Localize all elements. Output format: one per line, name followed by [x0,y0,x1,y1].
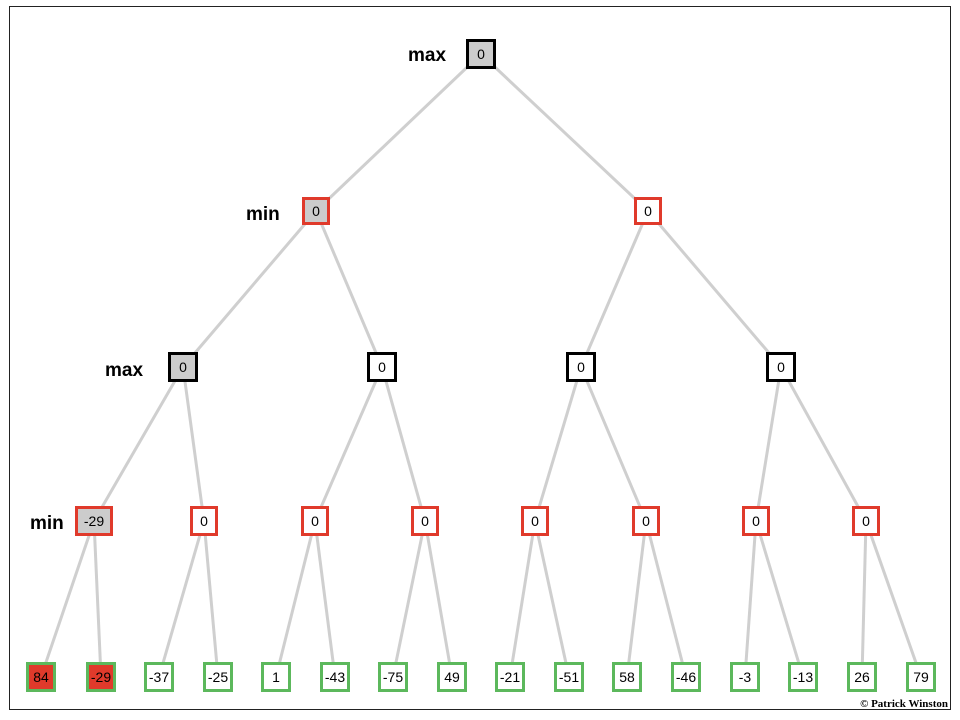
node-value: -75 [382,669,404,685]
level-label-2: max [105,360,144,381]
node-value: 0 [642,513,650,529]
level-label-3: min [30,513,64,534]
tree-edge-3-0 [39,520,96,678]
leaf-node-4-2: -37 [144,662,174,692]
tree-edge-1-3 [646,210,783,368]
tree-edge-1-1 [314,210,384,368]
tree-edge-3-10 [625,520,648,678]
node-value: 0 [862,513,870,529]
min-node-3-7: 0 [852,506,880,536]
tree-edge-2-2 [313,366,384,522]
leaf-node-4-7: 49 [437,662,467,692]
leaf-node-4-9: -51 [554,662,584,692]
max-node-2-1: 0 [367,352,397,382]
tree-edge-2-7 [779,366,868,522]
leaf-node-4-3: -25 [203,662,233,692]
node-value: 0 [179,359,187,375]
node-value: 0 [312,203,320,219]
tree-edge-3-4 [274,520,317,678]
tree-edge-1-0 [181,210,318,368]
leaf-node-4-15: 79 [906,662,936,692]
tree-edge-3-1 [92,520,103,678]
leaf-node-4-6: -75 [378,662,408,692]
leaf-node-4-13: -13 [788,662,818,692]
node-value: 0 [531,513,539,529]
node-value: 79 [913,669,929,685]
node-value: -3 [738,669,752,685]
tree-edge-3-11 [644,520,688,678]
min-node-1-0: 0 [302,197,330,225]
tree-edge-2-4 [533,366,583,522]
leaf-node-4-12: -3 [730,662,760,692]
tree-edge-2-1 [181,366,206,522]
node-value: -25 [207,669,229,685]
tree-edge-0-1 [479,52,650,213]
node-value: -21 [499,669,521,685]
tree-edge-3-9 [533,520,571,678]
min-node-3-0: -29 [75,506,113,536]
min-node-3-6: 0 [742,506,770,536]
node-value: -29 [90,669,112,685]
tree-edge-3-2 [157,520,206,678]
tree-edge-3-6 [391,520,427,678]
node-value: 58 [619,669,635,685]
tree-edge-3-12 [743,520,758,678]
leaf-node-4-10: 58 [612,662,642,692]
max-node-2-2: 0 [566,352,596,382]
node-value: 84 [33,669,49,685]
tree-edge-2-0 [92,366,185,522]
node-value: -37 [148,669,170,685]
leaf-node-4-5: -43 [320,662,350,692]
max-node-0-0: 0 [466,39,496,69]
node-value: 0 [311,513,319,529]
node-value: 0 [577,359,585,375]
node-value: 0 [200,513,208,529]
node-value: 49 [444,669,460,685]
tree-edge-3-14 [860,520,868,678]
min-node-3-2: 0 [301,506,329,536]
min-node-3-4: 0 [521,506,549,536]
min-node-3-1: 0 [190,506,218,536]
leaf-node-4-4: 1 [261,662,291,692]
leaf-node-4-8: -21 [495,662,525,692]
node-value: -43 [324,669,346,685]
node-value: 26 [854,669,870,685]
min-node-3-3: 0 [411,506,439,536]
tree-edge-2-5 [579,366,648,522]
node-value: -46 [675,669,697,685]
node-value: -51 [558,669,580,685]
tree-edge-2-3 [380,366,427,522]
node-value: 1 [272,669,280,685]
leaf-node-4-0: 84 [26,662,56,692]
tree-edge-3-3 [202,520,220,678]
node-value: 0 [777,359,785,375]
diagram-frame [9,6,951,710]
node-value: 0 [477,46,485,62]
node-value: 0 [752,513,760,529]
tree-edge-3-13 [754,520,805,678]
node-value: 0 [421,513,429,529]
leaf-node-4-1: -29 [86,662,116,692]
leaf-node-4-14: 26 [847,662,877,692]
min-node-3-5: 0 [632,506,660,536]
tree-edge-3-5 [313,520,337,678]
tree-edge-3-15 [864,520,923,678]
node-value: -29 [83,513,105,529]
node-value: -13 [792,669,814,685]
tree-edge-1-2 [579,210,650,368]
leaf-node-4-11: -46 [671,662,701,692]
min-node-1-1: 0 [634,197,662,225]
level-label-0: max [408,45,447,66]
copyright-credit: © Patrick Winston [860,698,948,710]
node-value: 0 [644,203,652,219]
max-node-2-0: 0 [168,352,198,382]
node-value: 0 [378,359,386,375]
tree-edge-3-8 [508,520,537,678]
max-node-2-3: 0 [766,352,796,382]
tree-edge-3-7 [423,520,454,678]
level-label-1: min [246,204,280,225]
tree-edge-2-6 [754,366,783,522]
tree-edge-0-0 [314,52,483,213]
